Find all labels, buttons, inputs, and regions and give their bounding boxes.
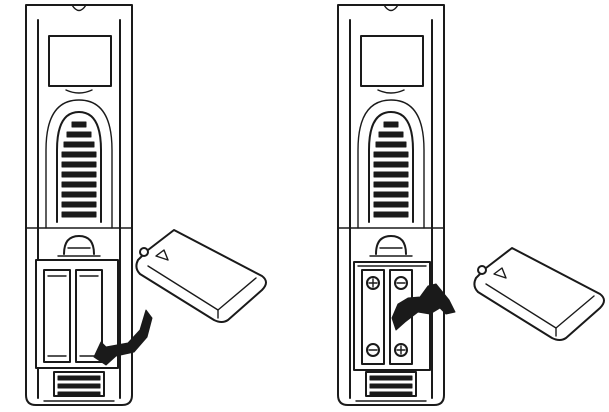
battery-cover-ready <box>473 247 605 341</box>
panel-remove-cover <box>25 4 267 406</box>
battery-slot-right <box>75 269 103 363</box>
remote-control-back-with-batteries <box>337 4 445 406</box>
battery-left <box>361 269 385 365</box>
battery-cover-removed <box>135 229 267 323</box>
replace-direction-arrow-icon <box>391 283 456 331</box>
remote-control-back <box>25 4 133 406</box>
panel-replace-cover <box>337 4 605 406</box>
remove-direction-arrow-icon <box>93 309 153 366</box>
battery-slot-left <box>43 269 71 363</box>
